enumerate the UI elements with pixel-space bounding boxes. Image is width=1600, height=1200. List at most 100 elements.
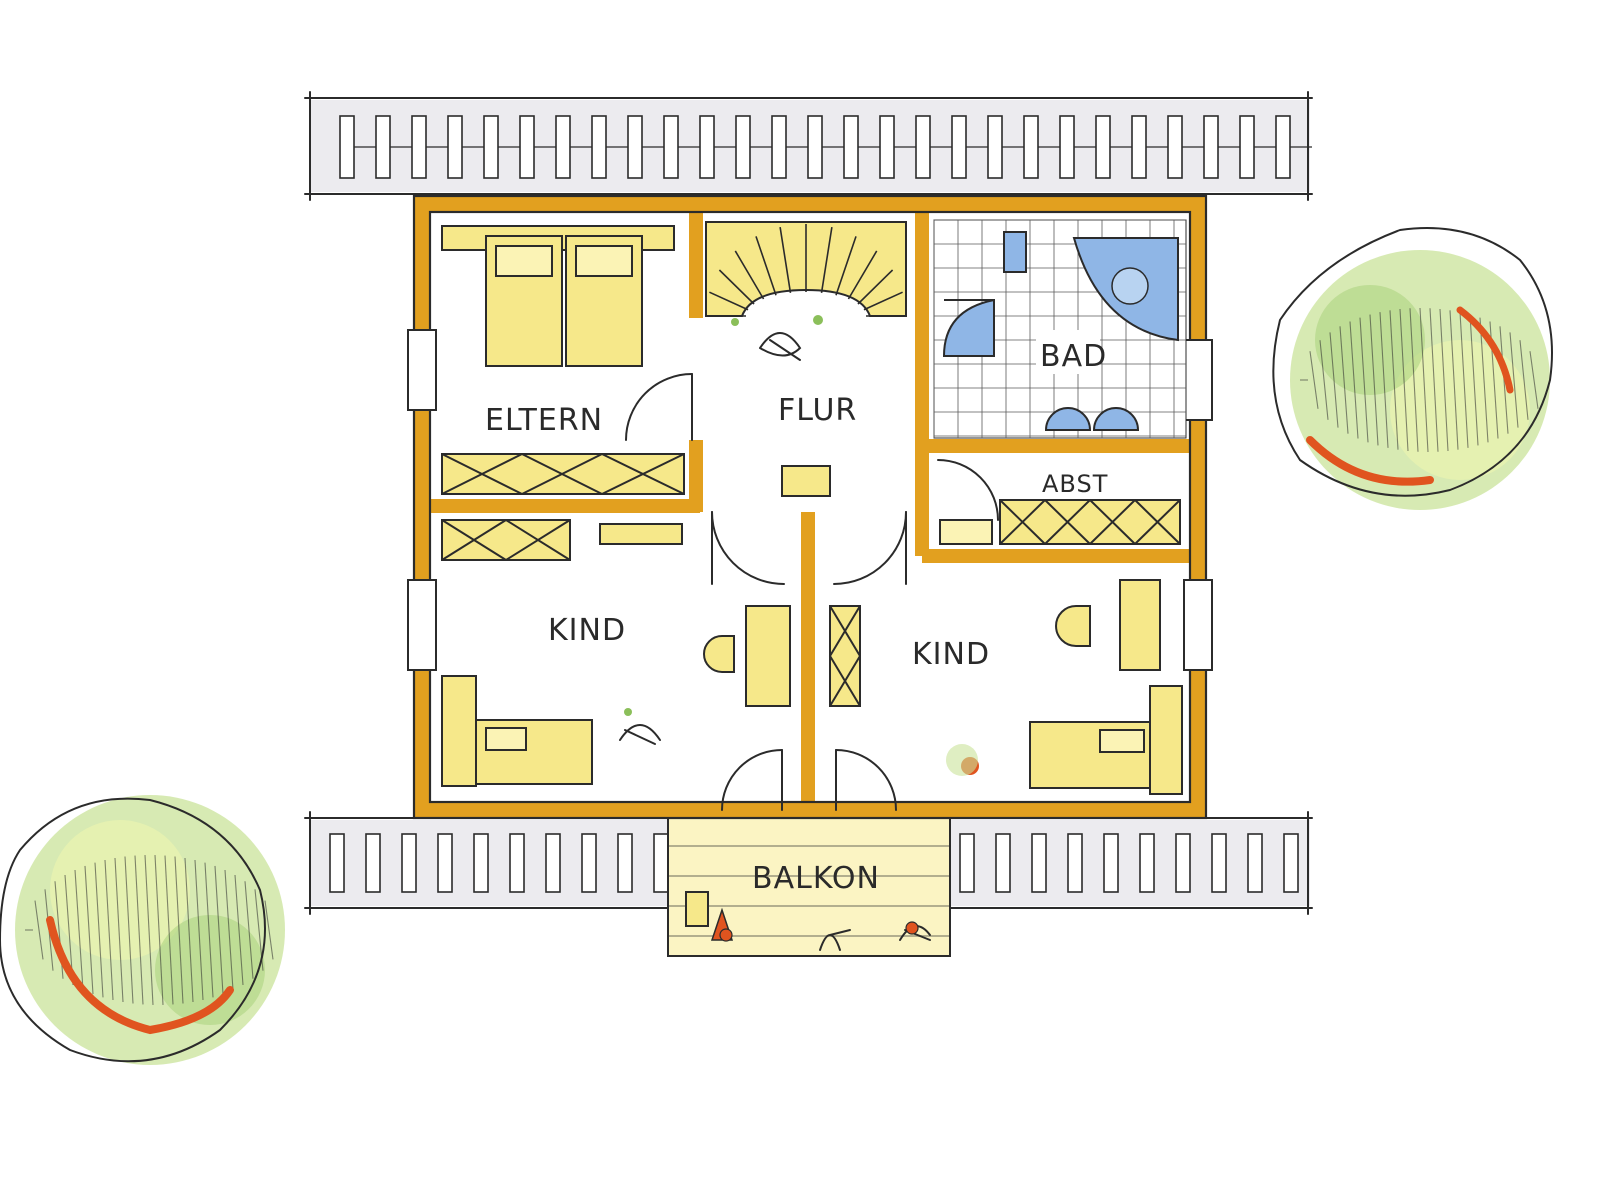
baluster (1211, 833, 1227, 893)
baluster (1275, 115, 1291, 179)
kind-right-room: KIND (829, 579, 1183, 811)
tree-left (0, 795, 285, 1065)
baluster (1131, 115, 1147, 179)
hatch-line (1469, 314, 1479, 446)
baluster (437, 833, 453, 893)
hatch-line (154, 855, 164, 1005)
baluster (915, 115, 931, 179)
hatch-line (104, 859, 114, 1001)
hatch-line (1399, 308, 1409, 452)
hatch-line (1519, 340, 1529, 420)
baluster (555, 115, 571, 179)
baluster (1139, 833, 1155, 893)
hatch-line (1359, 317, 1369, 443)
hatch-line (174, 856, 184, 1004)
baluster (987, 115, 1003, 179)
flur-hall: FLUR (705, 221, 907, 585)
hatch-line (1369, 314, 1379, 446)
stair-step (847, 250, 878, 300)
baluster (1103, 833, 1119, 893)
hatch-line (1509, 332, 1519, 428)
stair-steps (706, 224, 906, 317)
hatch-line (234, 874, 244, 986)
stair-step (734, 250, 765, 300)
top-balusters (339, 115, 1312, 179)
hatch-line (1529, 351, 1539, 409)
baluster (519, 115, 535, 179)
baluster (951, 115, 967, 179)
baluster (1175, 833, 1191, 893)
bad-room: BAD (933, 219, 1187, 439)
baluster (375, 115, 391, 179)
tree-left-hatch (25, 855, 274, 1005)
label-kind-right: KIND (912, 637, 990, 672)
hatch-line (1459, 312, 1469, 448)
baluster (663, 115, 679, 179)
baluster (1067, 833, 1083, 893)
hatch-line (124, 856, 134, 1004)
baluster (1031, 833, 1047, 893)
baluster (807, 115, 823, 179)
hatch-line (84, 865, 94, 995)
abst-room: ABST (937, 459, 1181, 545)
baluster (1023, 115, 1039, 179)
baluster (473, 833, 489, 893)
hatch-line (1389, 310, 1399, 450)
baluster (735, 115, 751, 179)
top-railing (304, 91, 1313, 201)
stair-step (709, 291, 749, 311)
label-bad: BAD (1040, 339, 1107, 374)
baluster (1203, 115, 1219, 179)
hatch-line (1409, 308, 1419, 452)
baluster (1095, 115, 1111, 179)
hatch-line (194, 859, 204, 1001)
hatch-line (1379, 312, 1389, 448)
hatch-line (244, 881, 254, 979)
baluster (653, 833, 669, 893)
hatch-line (1499, 326, 1509, 434)
baluster (1247, 833, 1263, 893)
hatch-line (74, 869, 84, 991)
hatch-line (164, 855, 174, 1005)
hatch-line (1419, 307, 1429, 453)
label-flur: FLUR (778, 393, 857, 428)
hatch-line (1309, 351, 1319, 409)
stair-step (857, 269, 894, 305)
eltern-room: ELTERN (441, 225, 693, 495)
stair-step (779, 227, 792, 293)
baluster (411, 115, 427, 179)
hatch-line (1439, 308, 1449, 452)
hatch-line (1329, 332, 1339, 428)
hatch-line (214, 865, 224, 995)
stair-step (718, 269, 755, 305)
baluster (365, 833, 381, 893)
walls (412, 194, 1208, 820)
hatch-line (1429, 308, 1439, 452)
baluster (545, 833, 561, 893)
hatch-line (224, 869, 234, 991)
baluster (995, 833, 1011, 893)
baluster (699, 115, 715, 179)
stair-step (863, 291, 903, 311)
baluster (627, 115, 643, 179)
hatch-line (134, 855, 144, 1005)
stair-step (820, 227, 833, 293)
balcony-deck (667, 815, 951, 957)
baluster (843, 115, 859, 179)
baluster (401, 833, 417, 893)
hatch-line (114, 857, 124, 1003)
baluster (1239, 115, 1255, 179)
hatch-line (1349, 321, 1359, 439)
hatch-line (1339, 326, 1349, 434)
baluster (1283, 833, 1299, 893)
baluster (509, 833, 525, 893)
hatch-line (184, 857, 194, 1003)
hatch-line (144, 855, 154, 1005)
hatch-line (94, 862, 104, 998)
baluster (959, 833, 975, 893)
baluster (447, 115, 463, 179)
label-balkon: BALKON (752, 861, 880, 896)
hatch-line (264, 900, 274, 960)
baluster (483, 115, 499, 179)
